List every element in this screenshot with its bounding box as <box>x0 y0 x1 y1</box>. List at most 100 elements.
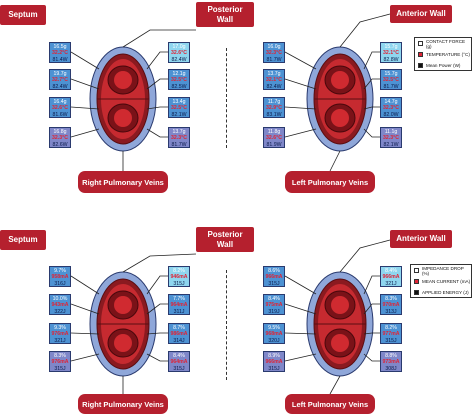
box-value-primary: 8.6% <box>268 267 280 274</box>
legend-swatch <box>418 41 423 46</box>
box-value-secondary: 958mA <box>51 274 69 281</box>
box-value-tertiary: 321J <box>54 337 66 344</box>
left-bottom-connector <box>363 332 380 335</box>
box-value-secondary: 32.3°C <box>171 135 187 142</box>
box-value-primary: 13.4g <box>172 98 186 105</box>
legend-swatch <box>414 268 419 273</box>
box-value-tertiary: 82.4W <box>171 56 187 63</box>
septum-label-top: Septum <box>0 5 46 25</box>
right-top-connector <box>70 78 100 90</box>
right-heart-bottom-vein-lumen <box>114 296 132 314</box>
box-value-primary: 10.0% <box>52 295 68 302</box>
box-value-tertiary: 81.7W <box>171 141 187 148</box>
box-value-tertiary: 311J <box>173 308 185 315</box>
posterior-wall-label-bottom: Posterior Wall <box>196 227 254 252</box>
box-value-primary: 8.2% <box>385 324 397 331</box>
box-value-tertiary: 83.1W <box>266 111 282 118</box>
left-pulmonary-veins-label-bottom: Left Pulmonary Veins <box>285 394 375 414</box>
box-value-secondary: 966mA <box>265 274 283 281</box>
right-bottom-connector <box>146 275 168 295</box>
box-value-tertiary: 82.8W <box>383 56 399 63</box>
left-heart-top-vein-lumen <box>331 109 349 127</box>
box-value-secondary: 986mA <box>170 331 188 338</box>
box-value-secondary: 32.6°C <box>171 50 187 57</box>
box-value-primary: 14.7g <box>384 98 398 105</box>
box-value-primary: 8.8% <box>385 352 397 359</box>
box-value-secondary: 977mA <box>382 331 400 338</box>
box-value-primary: 8.9% <box>268 352 280 359</box>
anterior-wall-label-top: Anterior Wall <box>390 5 452 23</box>
posterior-pointer-top <box>122 29 196 48</box>
box-value-secondary: 32.3°C <box>52 135 68 142</box>
right-top-connector <box>70 128 100 138</box>
box-value-secondary: 32.3°C <box>383 135 399 142</box>
box-value-secondary: 32.2°C <box>52 50 68 57</box>
left-heart-bottom-vein-lumen <box>331 296 349 314</box>
legend-label: Mean Power (W) <box>426 63 461 68</box>
box-value-secondary: 973mA <box>382 359 400 366</box>
panel-divider-bottom <box>226 270 227 380</box>
left-top-connector <box>363 51 380 70</box>
box-value-primary: 9.3% <box>54 324 66 331</box>
right-pulmonary-veins-label-top: Right Pulmonary Veins <box>78 171 168 193</box>
box-value-primary: 8.7% <box>173 324 185 331</box>
box-value-secondary: 32.3°C <box>383 105 399 112</box>
box-value-tertiary: 81.7W <box>266 56 282 63</box>
left-top-connector <box>284 128 317 138</box>
box-value-primary: 7.7% <box>173 295 185 302</box>
box-value-secondary: 32.3°C <box>266 50 282 57</box>
legend-item: CONTACT FORCE (g) <box>415 38 471 49</box>
left-top-connector <box>284 78 317 90</box>
left-bottom-connector <box>284 275 317 295</box>
box-value-secondary: 964mA <box>170 302 188 309</box>
box-value-secondary: 943mA <box>51 302 69 309</box>
box-value-tertiary: 82.4W <box>52 83 68 90</box>
legend-swatch <box>414 290 419 295</box>
box-value-primary: 11.7g <box>267 98 281 105</box>
box-value-primary: 11.1g <box>384 128 398 135</box>
box-value-tertiary: 82.1W <box>383 141 399 148</box>
box-value-primary: 8.3% <box>54 352 66 359</box>
box-value-primary: 16.0g <box>267 43 281 50</box>
box-value-secondary: 966mA <box>265 359 283 366</box>
legend-label: MEAN CURRENT (mA) <box>422 279 471 284</box>
box-value-secondary: 968mA <box>265 331 283 338</box>
box-value-primary: 8.2% <box>173 267 185 274</box>
box-value-tertiary: 82.4W <box>266 83 282 90</box>
box-value-tertiary: 316J <box>54 280 66 287</box>
right-bottom-connector <box>70 332 100 335</box>
box-value-secondary: 32.1°C <box>383 50 399 57</box>
right-bottom-connector <box>70 275 100 295</box>
right-bottom-connector <box>146 353 168 362</box>
box-value-tertiary: 308J <box>385 365 397 372</box>
legend-item: TEMPERATURE (°C) <box>415 49 471 60</box>
box-value-tertiary: 315J <box>54 365 66 372</box>
box-value-primary: 16.5g <box>53 43 67 50</box>
box-value-primary: 11.8g <box>267 128 281 135</box>
legend-label: CONTACT FORCE (g) <box>425 38 466 49</box>
left-heart-top-vein-lumen <box>331 71 349 89</box>
box-value-primary: 16.8g <box>53 128 67 135</box>
legend-bottom: IMPEDANCE DROP (%) MEAN CURRENT (mA) APP… <box>410 264 472 298</box>
box-value-secondary: 32.6°C <box>266 135 282 142</box>
left-bottom-connector <box>284 353 317 362</box>
septum-label-bottom: Septum <box>0 230 46 250</box>
